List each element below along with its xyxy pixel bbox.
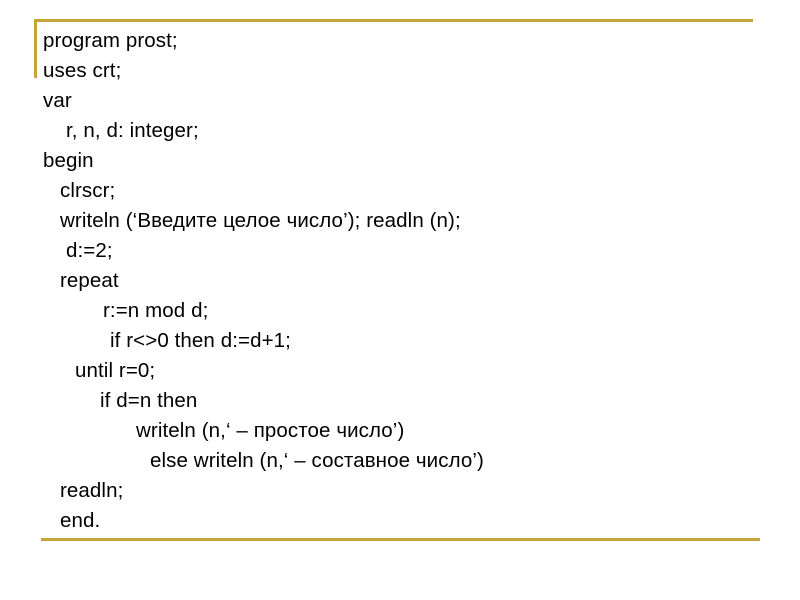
code-line: if d=n then xyxy=(100,389,198,412)
bottom-accent-rule xyxy=(41,538,760,541)
code-line: r:=n mod d; xyxy=(103,299,209,322)
code-line: until r=0; xyxy=(75,359,156,382)
top-accent-rule xyxy=(34,19,753,22)
code-line: begin xyxy=(43,149,94,172)
code-line: r, n, d: integer; xyxy=(66,119,199,142)
code-line: writeln (n,‘ – простое число’) xyxy=(136,419,405,442)
code-line: clrscr; xyxy=(60,179,116,202)
code-line: else writeln (n,‘ – составное число’) xyxy=(150,449,484,472)
code-line: if r<>0 then d:=d+1; xyxy=(110,329,291,352)
code-line: program prost; xyxy=(43,29,178,52)
code-line: writeln (‘Введите целое число’); readln … xyxy=(60,209,461,232)
code-line: var xyxy=(43,89,72,112)
code-line: readln; xyxy=(60,479,124,502)
code-line: end. xyxy=(60,509,101,532)
code-line: repeat xyxy=(60,269,119,292)
left-accent-stub xyxy=(34,19,37,78)
code-listing: program prost; uses crt; var r, n, d: integ… xyxy=(0,26,800,536)
code-line: uses crt; xyxy=(43,59,122,82)
code-line: d:=2; xyxy=(66,239,113,262)
